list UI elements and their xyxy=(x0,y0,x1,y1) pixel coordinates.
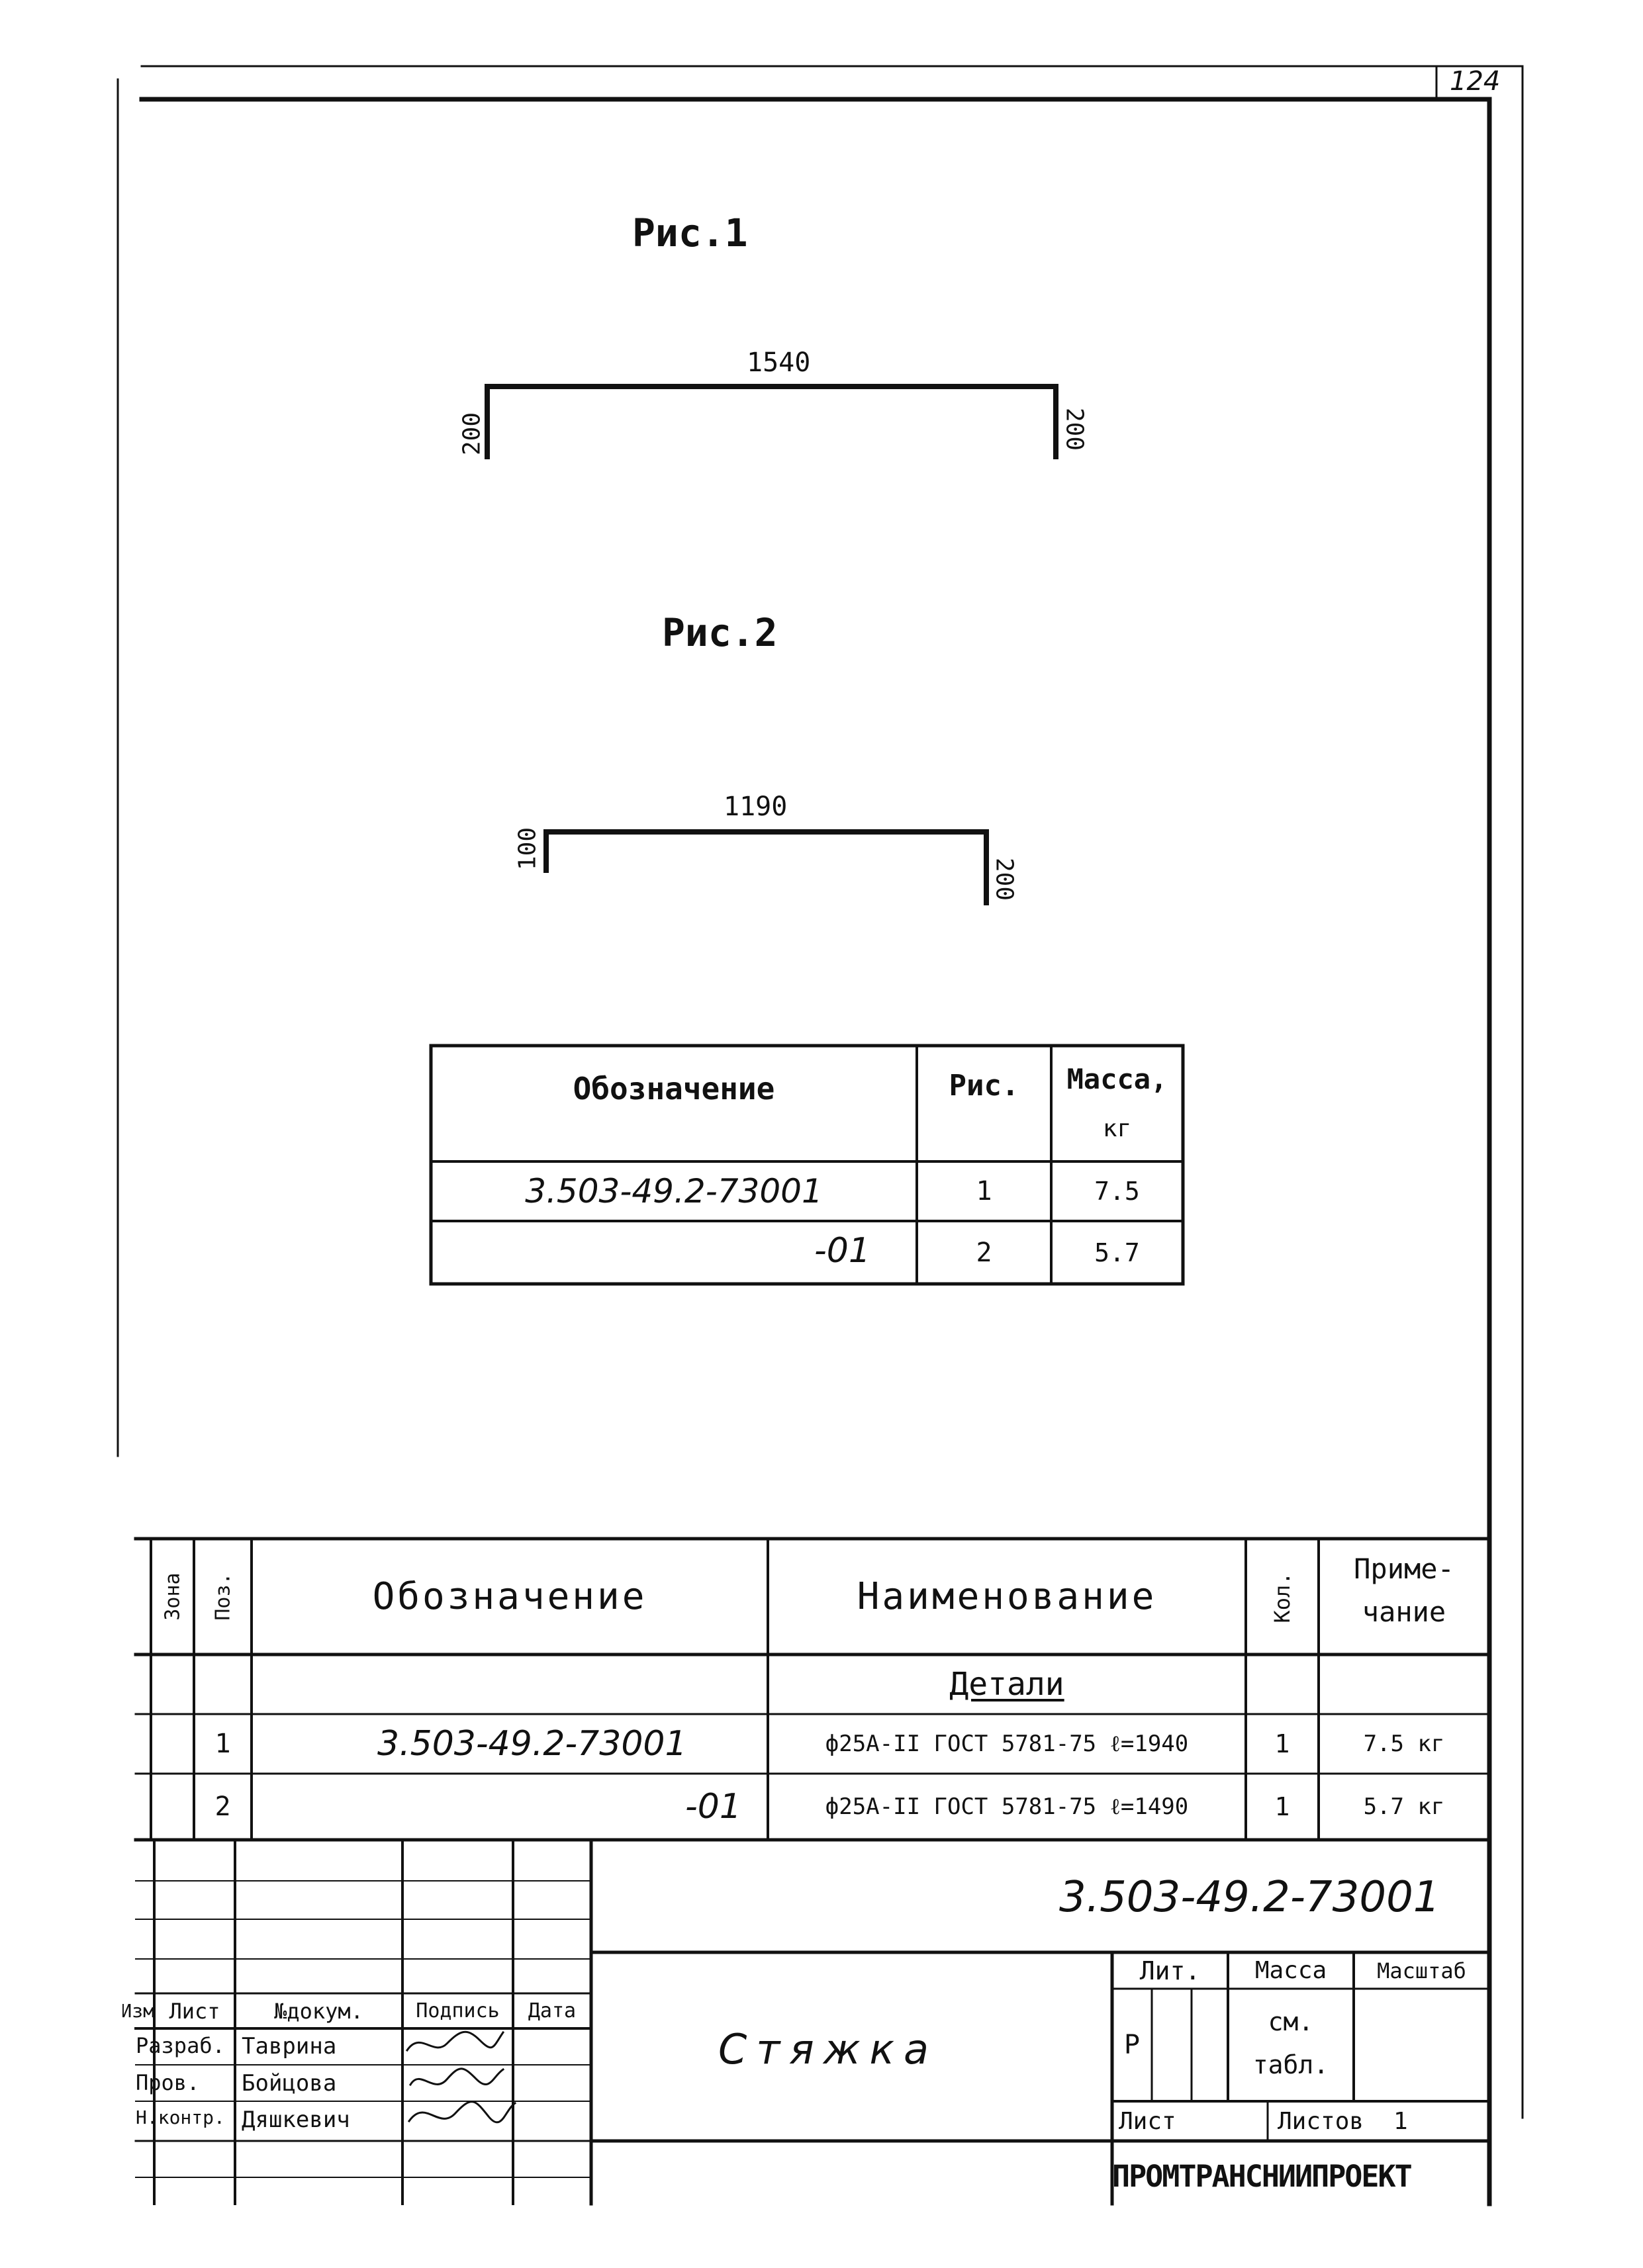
sheet-number: 124 xyxy=(1450,66,1501,97)
figure1-left-dimension: 200 xyxy=(458,412,486,456)
spec-row1-note: 7.5 кг xyxy=(1363,1731,1445,1757)
figure2-top-dimension: 1190 xyxy=(724,792,788,822)
title-scale-label: Масштаб xyxy=(1377,1958,1466,1983)
variants-row2-figure: 2 xyxy=(976,1237,992,1268)
spec-row1-qty: 1 xyxy=(1274,1729,1290,1758)
title-col-doc-no: №докум. xyxy=(274,1998,363,2024)
spec-row1-name: ф25А-II ГОСТ 5781-75 ℓ=1940 xyxy=(825,1731,1189,1757)
signature-1 xyxy=(405,2030,505,2052)
variants-header-designation: Обозначение xyxy=(573,1071,775,1107)
spec-section-title: Детали xyxy=(949,1666,1064,1703)
signature-2 xyxy=(408,2067,505,2087)
spec-header-qty: Кол. xyxy=(1270,1572,1295,1623)
title-sheet-label: Лист xyxy=(1119,2108,1176,2135)
title-col-date: Дата xyxy=(528,1999,577,2022)
title-col-sheet: Лист xyxy=(169,1998,220,2024)
figure2-left-dimension: 100 xyxy=(514,827,541,871)
title-mass-label: Масса xyxy=(1254,1957,1327,1984)
spec-header-name: Наименование xyxy=(857,1575,1157,1618)
title-col-signature: Подпись xyxy=(416,1999,500,2022)
title-role-checker: Пров. xyxy=(136,2070,200,2095)
title-role-normcontrol: Н.контр. xyxy=(136,2107,225,2128)
spec-row1-designation: 3.503-49.2-73001 xyxy=(377,1724,687,1764)
spec-header-note-line2: чание xyxy=(1362,1595,1446,1628)
title-sheets-value: 1 xyxy=(1393,2108,1408,2135)
title-lit-label: Лит. xyxy=(1139,1956,1201,1985)
title-mass-value-line1: см. xyxy=(1268,2007,1314,2036)
variants-row2-mass: 5.7 xyxy=(1094,1238,1140,1267)
variants-header-figure: Рис. xyxy=(949,1068,1019,1103)
title-person-normcontrol: Дяшкевич xyxy=(242,2107,350,2133)
variants-row1-mass: 7.5 xyxy=(1094,1177,1140,1206)
figure1-right-dimension: 200 xyxy=(1060,407,1088,451)
figure1-title: Рис.1 xyxy=(632,210,748,255)
spec-header-designation: Обозначение xyxy=(372,1575,647,1618)
title-col-change: Изм xyxy=(122,2000,154,2022)
spec-header-pos: Поз. xyxy=(211,1572,235,1621)
spec-row2-pos: 2 xyxy=(214,1792,231,1822)
variants-row1-figure: 1 xyxy=(976,1176,992,1206)
spec-row2-name: ф25А-II ГОСТ 5781-75 ℓ=1490 xyxy=(825,1793,1189,1820)
spec-row1-pos: 1 xyxy=(214,1729,231,1759)
variants-row1-designation: 3.503-49.2-73001 xyxy=(525,1172,823,1210)
variants-row2-designation: -01 xyxy=(814,1231,870,1271)
spec-row2-designation: -01 xyxy=(685,1787,741,1827)
signature-3 xyxy=(407,2101,517,2124)
variants-header-mass: Масса, xyxy=(1066,1062,1168,1095)
title-block-item-name: Стяжка xyxy=(718,2025,938,2073)
title-lit-value: Р xyxy=(1123,2030,1141,2060)
figure2-right-dimension: 200 xyxy=(990,857,1018,901)
figure1-top-dimension: 1540 xyxy=(747,347,811,378)
title-role-developer: Разраб. xyxy=(136,2033,225,2058)
spec-header-zone: Зона xyxy=(161,1572,185,1621)
figure2-title: Рис.2 xyxy=(662,610,778,655)
title-sheets-label: Листов xyxy=(1278,2108,1364,2135)
spec-row2-qty: 1 xyxy=(1274,1792,1290,1821)
title-person-checker: Бойцова xyxy=(242,2070,337,2097)
title-person-developer: Таврина xyxy=(242,2033,337,2060)
variants-header-mass-unit: кг xyxy=(1102,1114,1132,1142)
title-block-doc-code: 3.503-49.2-73001 xyxy=(1059,1873,1440,1922)
spec-row2-note: 5.7 кг xyxy=(1363,1793,1445,1820)
spec-header-note-line1: Приме- xyxy=(1354,1552,1454,1585)
title-organization: ПРОМТРАНСНИИПРОЕКТ xyxy=(1112,2159,1413,2194)
title-mass-value-line2: табл. xyxy=(1252,2050,1329,2079)
